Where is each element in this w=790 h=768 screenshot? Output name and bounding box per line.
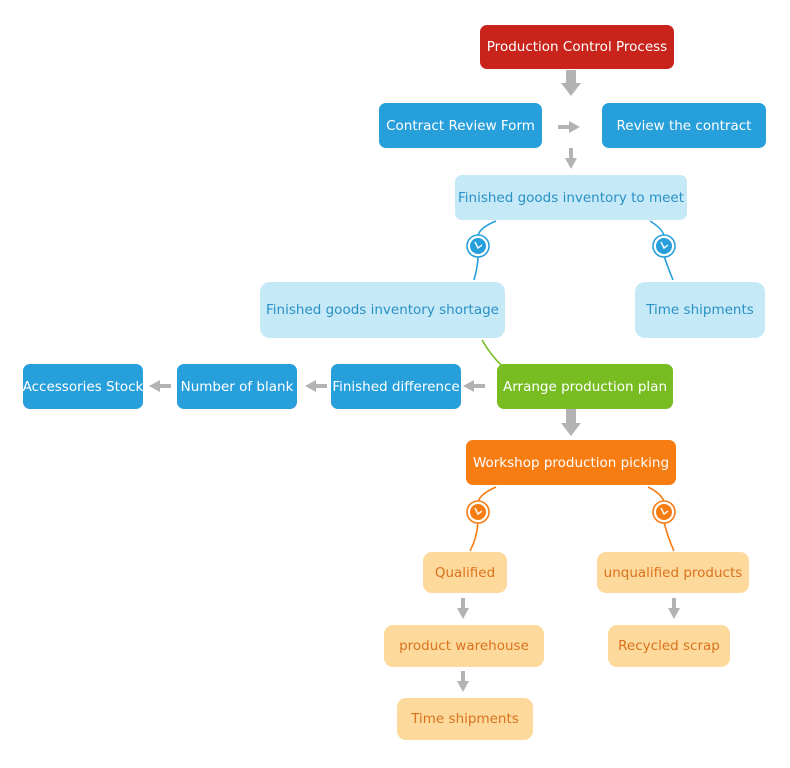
node-arrange-production-plan[interactable]: Arrange production plan <box>497 364 673 409</box>
node-contract-review-form[interactable]: Contract Review Form <box>379 103 542 148</box>
node-recycled-scrap[interactable]: Recycled scrap <box>608 625 730 667</box>
clock-icon <box>466 500 490 524</box>
arrow-right-small <box>558 121 580 133</box>
node-workshop-production-picking[interactable]: Workshop production picking <box>466 440 676 485</box>
node-unqualified-products[interactable]: unqualified products <box>597 552 749 593</box>
node-accessories-stock[interactable]: Accessories Stock <box>23 364 143 409</box>
arrow-down-big <box>561 70 581 96</box>
arrow-down-small <box>457 598 469 619</box>
arrow-down-big <box>561 409 581 436</box>
arrow-left-small <box>463 380 485 392</box>
node-product-warehouse[interactable]: product warehouse <box>384 625 544 667</box>
node-finished-difference[interactable]: Finished difference <box>331 364 461 409</box>
arrow-down-small <box>457 671 469 692</box>
node-production-control-process[interactable]: Production Control Process <box>480 25 674 69</box>
arrow-down-small <box>565 148 577 169</box>
arrow-left-small <box>305 380 327 392</box>
node-number-of-blank[interactable]: Number of blank <box>177 364 297 409</box>
node-finished-goods-inventory-shortage[interactable]: Finished goods inventory shortage <box>260 282 505 338</box>
shortage-to-plan-connector <box>481 339 503 367</box>
node-finished-goods-inventory-to-meet[interactable]: Finished goods inventory to meet <box>455 175 687 220</box>
node-review-the-contract[interactable]: Review the contract <box>602 103 766 148</box>
clock-icon <box>466 234 490 258</box>
node-time-shipments-top[interactable]: Time shipments <box>635 282 765 338</box>
arrow-left-small <box>149 380 171 392</box>
node-time-shipments-bottom[interactable]: Time shipments <box>397 698 533 740</box>
node-qualified[interactable]: Qualified <box>423 552 507 593</box>
clock-icon <box>652 234 676 258</box>
arrow-down-small <box>668 598 680 619</box>
clock-icon <box>652 500 676 524</box>
